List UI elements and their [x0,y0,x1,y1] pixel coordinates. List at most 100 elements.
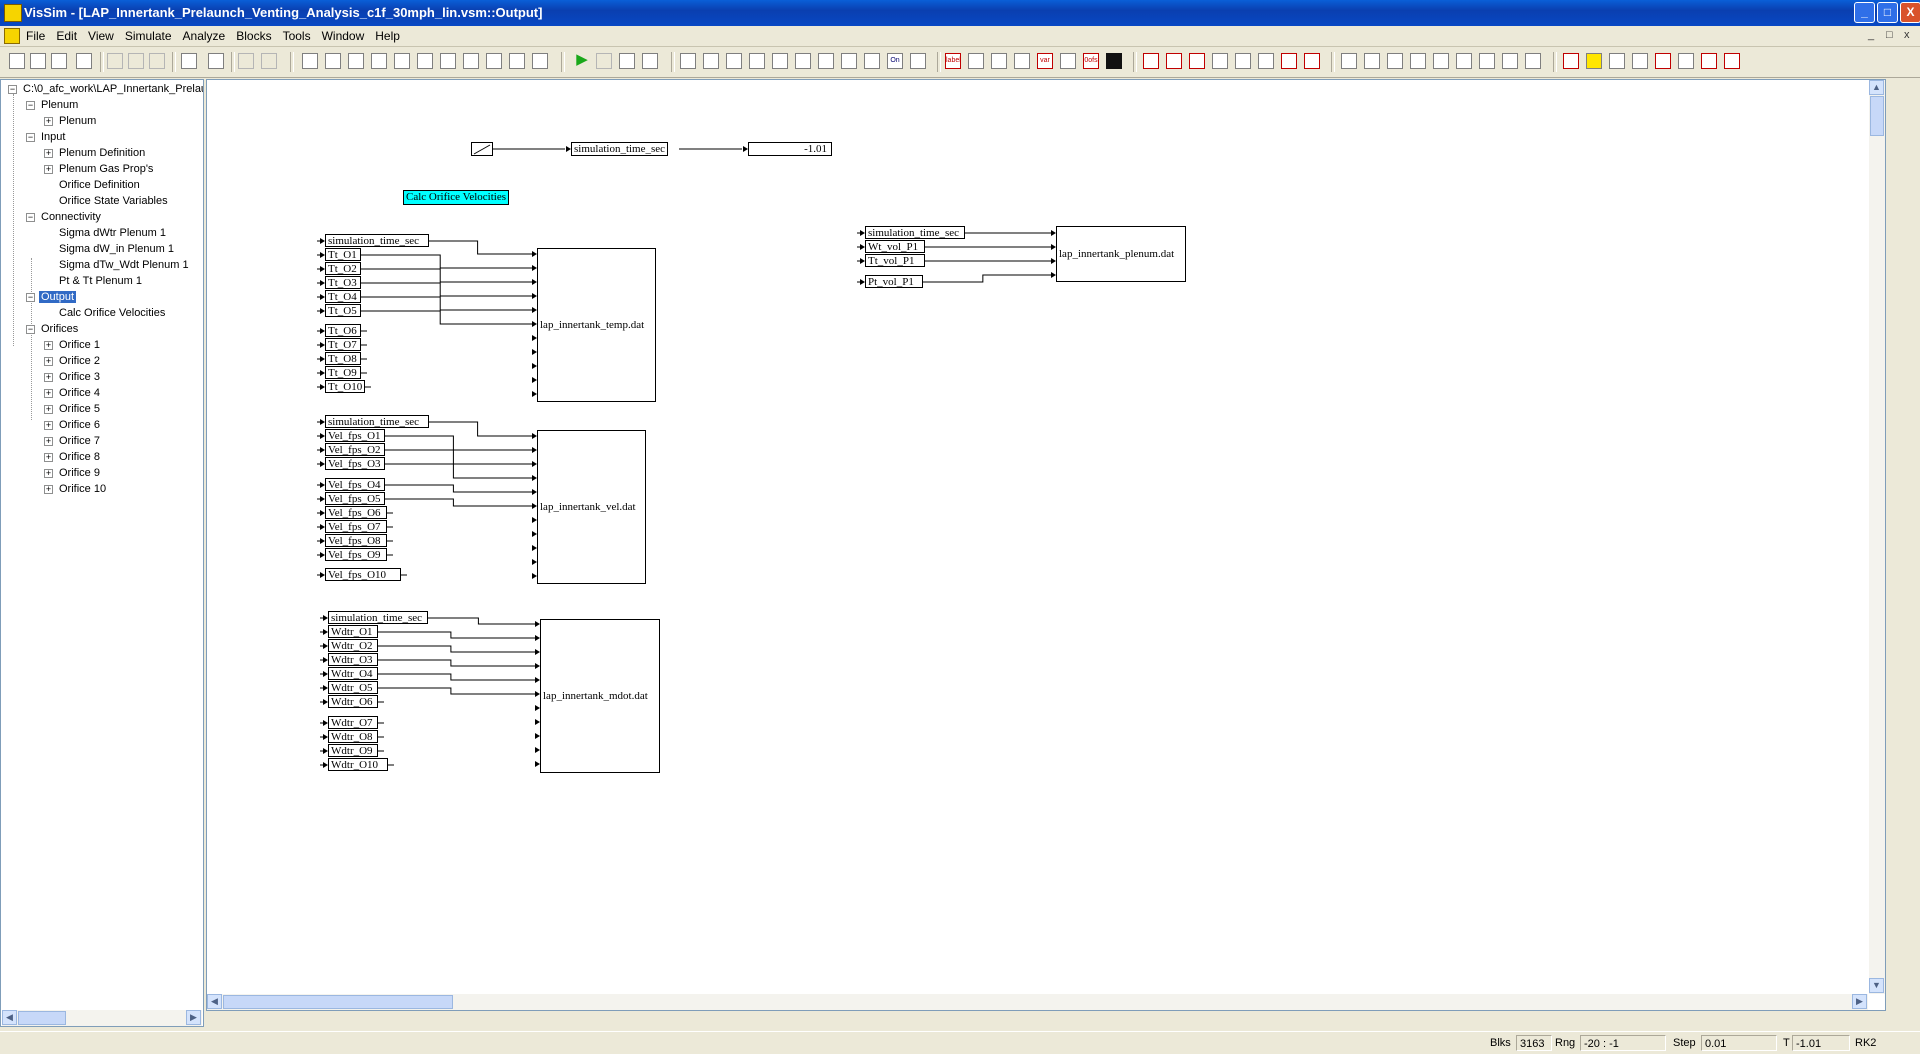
expand-icon[interactable]: + [44,452,53,462]
block-icon-31[interactable] [1281,53,1297,69]
offset-icon[interactable]: 0ofs [1083,53,1099,69]
block-icon-39[interactable] [1479,53,1495,69]
variable-block[interactable]: Vel_fps_O1 [325,429,385,442]
tree-item-sigma-dwtr[interactable]: Sigma dWtr Plenum 1 [59,227,166,239]
scroll-right-icon[interactable]: ▶ [1852,994,1867,1009]
sine-wave-block[interactable] [471,142,493,156]
menu-file[interactable]: File [26,29,46,43]
continue-icon[interactable] [642,53,658,69]
variable-block[interactable]: Tt_O8 [325,352,361,365]
block-icon-5[interactable] [394,53,410,69]
variable-block[interactable]: simulation_time_sec [325,415,429,428]
pause-icon[interactable] [596,53,612,69]
vel-data-file-block[interactable]: lap_innertank_vel.dat [537,430,646,584]
menu-edit[interactable]: Edit [56,29,78,43]
tree-item-calc-orifice-velocities[interactable]: Calc Orifice Velocities [59,307,166,319]
close-button[interactable]: X [1900,2,1920,23]
tree-item-orifice-5[interactable]: +Orifice 5 [44,403,100,415]
variable-block[interactable]: Wt_vol_P1 [865,240,925,253]
scroll-left-icon[interactable]: ◀ [2,1010,17,1025]
variable-block[interactable]: Tt_O1 [325,248,361,261]
tree-item-plenum-gas-props[interactable]: +Plenum Gas Prop's [44,163,154,175]
display-value[interactable]: -1.01 [748,142,832,156]
variable-block[interactable]: Tt_O9 [325,366,361,379]
variable-block[interactable]: Vel_fps_O6 [325,506,387,519]
paste-icon[interactable] [149,53,165,69]
variable-block[interactable]: simulation_time_sec [865,226,965,239]
tree-item-plenum-definition[interactable]: +Plenum Definition [44,147,146,159]
remove-connector-icon[interactable] [208,53,224,69]
tree-item-sigma-dw-in[interactable]: Sigma dW_in Plenum 1 [59,243,174,255]
variable-block[interactable]: Tt_O3 [325,276,361,289]
scroll-thumb[interactable] [223,995,453,1009]
variable-block[interactable]: Tt_O6 [325,324,361,337]
block-icon-15[interactable] [749,53,765,69]
variable-block[interactable]: Wdtr_O5 [328,681,378,694]
scroll-left-icon[interactable]: ◀ [207,994,222,1009]
block-icon-8[interactable] [463,53,479,69]
block-icon-16[interactable] [772,53,788,69]
variable-block[interactable]: Wdtr_O4 [328,667,378,680]
tree-item-orifices[interactable]: −Orifices [26,323,79,335]
expand-icon[interactable]: + [44,116,53,126]
go-down-level-icon[interactable] [261,53,277,69]
block-icon-41[interactable] [1525,53,1541,69]
canvas-vertical-scrollbar[interactable]: ▲ ▼ [1869,80,1885,994]
scroll-thumb[interactable] [1870,96,1884,136]
expand-icon[interactable]: + [44,404,53,414]
menu-simulate[interactable]: Simulate [124,29,172,43]
document-icon[interactable] [4,28,20,44]
tree-item-orifice-9[interactable]: +Orifice 9 [44,467,100,479]
new-file-icon[interactable] [9,53,25,69]
menu-blocks[interactable]: Blocks [236,29,272,43]
add-connector-icon[interactable] [181,53,197,69]
scroll-up-icon[interactable]: ▲ [1869,80,1884,95]
block-icon-48[interactable] [1701,53,1717,69]
expand-icon[interactable]: + [44,372,53,382]
canvas-horizontal-scrollbar[interactable]: ◀ ▶ [207,994,1868,1010]
step-icon[interactable] [619,53,635,69]
variable-block[interactable]: Wdtr_O3 [328,653,378,666]
variable-block[interactable]: Wdtr_O6 [328,695,378,708]
go-up-level-icon[interactable] [238,53,254,69]
block-icon-21[interactable] [910,53,926,69]
block-icon-40[interactable] [1502,53,1518,69]
variable-block[interactable]: Wdtr_O9 [328,744,378,757]
variable-block[interactable]: Vel_fps_O3 [325,457,385,470]
block-icon-19[interactable] [841,53,857,69]
tree-item-orifice-7[interactable]: +Orifice 7 [44,435,100,447]
block-icon-2[interactable] [325,53,341,69]
variable-block[interactable]: Tt_O7 [325,338,361,351]
mdi-restore-button[interactable]: □ [1886,29,1893,41]
minimize-button[interactable]: _ [1854,2,1875,23]
variable-block[interactable]: Wdtr_O8 [328,730,378,743]
tree-item-connectivity[interactable]: −Connectivity [26,211,101,223]
block-icon-1[interactable] [302,53,318,69]
variable-block[interactable]: Tt_O10 [325,380,365,393]
mdot-data-file-block[interactable]: lap_innertank_mdot.dat [540,619,660,773]
print-icon[interactable] [76,53,92,69]
block-icon-4[interactable] [371,53,387,69]
block-icon-37[interactable] [1433,53,1449,69]
block-icon-18[interactable] [818,53,834,69]
mdi-minimize-button[interactable]: _ [1868,29,1875,41]
block-icon-34[interactable] [1364,53,1380,69]
variable-block[interactable]: Tt_O5 [325,304,361,317]
expand-icon[interactable]: + [44,484,53,494]
block-icon-36[interactable] [1410,53,1426,69]
black-box-icon[interactable] [1106,53,1122,69]
block-icon-12[interactable] [680,53,696,69]
airplane-icon[interactable] [1060,53,1076,69]
block-icon-24[interactable] [1014,53,1030,69]
maximize-button[interactable]: □ [1877,2,1898,23]
tree-item-orifice-8[interactable]: +Orifice 8 [44,451,100,463]
variable-block[interactable]: Pt_vol_P1 [865,275,923,288]
variable-block[interactable]: simulation_time_sec [325,234,429,247]
tree-item-input[interactable]: −Input [26,131,66,143]
tree-item-plenum[interactable]: −Plenum [26,99,79,111]
save-icon[interactable] [51,53,67,69]
block-icon-47[interactable] [1678,53,1694,69]
tree-item-sigma-dtw-wdt[interactable]: Sigma dTw_Wdt Plenum 1 [59,259,189,271]
tree-item-orifice-definition[interactable]: Orifice Definition [59,179,140,191]
collapse-icon[interactable]: − [8,84,17,94]
